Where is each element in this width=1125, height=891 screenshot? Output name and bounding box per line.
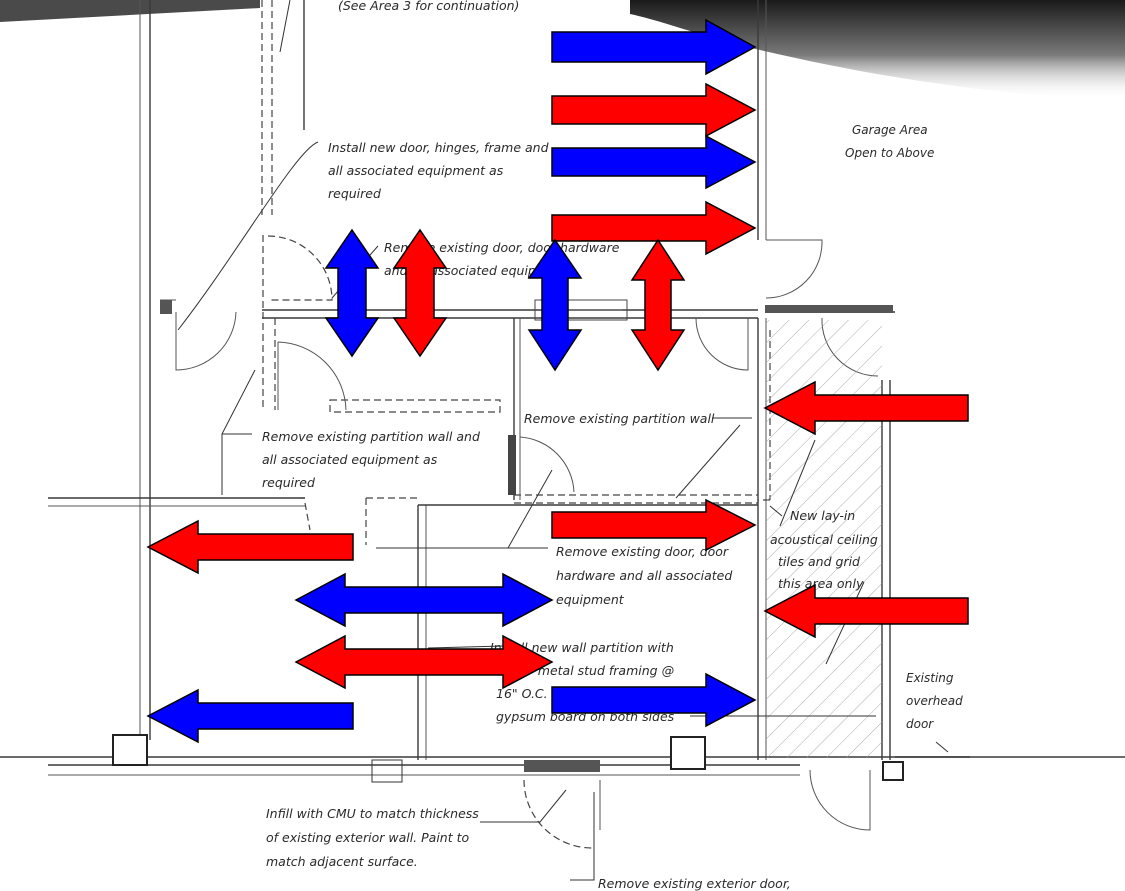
note-remove-partition-right: Remove existing partition wall: [524, 411, 715, 426]
leaders: [177, 0, 949, 881]
arrow-horizontal-red-1: [294, 634, 554, 690]
note-ceiling-1: New lay-in: [790, 508, 855, 523]
note-ceiling-2: acoustical ceiling: [770, 532, 878, 547]
arrow-right-red-2: [551, 200, 757, 256]
arrow-horizontal-blue-1: [294, 572, 554, 628]
arrow-right-blue-1: [551, 18, 757, 76]
note-overhead-2: overhead: [906, 694, 963, 708]
columns: [112, 734, 904, 781]
arrow-vertical-red-2: [630, 238, 686, 372]
note-install-door-2: all associated equipment as: [328, 163, 504, 178]
note-remove-partition-left-2: all associated equipment as: [262, 452, 438, 467]
note-install-door-3: required: [328, 186, 381, 201]
note-overhead-1: Existing: [906, 671, 954, 685]
note-remove-door-mid-3: equipment: [556, 592, 625, 607]
arrow-left-red-3: [763, 583, 969, 639]
overlay-arrows: [146, 18, 969, 744]
note-install-door-1: Install new door, hinges, frame and: [328, 140, 549, 155]
hatched-ceiling-zone: [766, 320, 882, 758]
note-infill-2: of existing exterior wall. Paint to: [266, 830, 469, 845]
arrow-right-red-1: [551, 82, 757, 138]
arrow-right-red-3: [551, 498, 757, 552]
note-ceiling-3: tiles and grid: [778, 554, 860, 569]
scan-shadow: [0, 0, 1125, 100]
arrow-left-red-1: [763, 380, 969, 436]
note-install-wall-1: Install new wall partition with: [490, 640, 674, 655]
note-infill-1: Infill with CMU to match thickness: [266, 806, 479, 821]
note-remove-door-mid-1: Remove existing door, door: [556, 544, 729, 559]
note-remove-partition-left-1: Remove existing partition wall and: [262, 429, 480, 444]
note-see-area-3: (See Area 3 for continuation): [338, 0, 519, 13]
note-remove-ext-door: Remove existing exterior door,: [598, 876, 791, 891]
arrow-right-blue-2: [551, 134, 757, 190]
arrow-left-red-2: [146, 519, 354, 575]
note-remove-partition-left-3: required: [262, 475, 315, 490]
note-overhead-3: door: [906, 717, 934, 731]
note-infill-3: match adjacent surface.: [266, 854, 418, 869]
arrow-left-blue-1: [146, 688, 354, 744]
note-ceiling-4: this area only: [778, 576, 864, 591]
arrow-right-blue-3: [551, 672, 757, 728]
arrow-vertical-blue-1: [324, 228, 380, 358]
arrow-vertical-red-1: [392, 228, 448, 358]
arrow-vertical-blue-2: [527, 238, 583, 372]
note-garage-2: Open to Above: [845, 146, 934, 160]
note-remove-door-mid-2: hardware and all associated: [556, 568, 732, 583]
note-garage-1: Garage Area: [852, 123, 928, 137]
walls: [0, 0, 1125, 830]
